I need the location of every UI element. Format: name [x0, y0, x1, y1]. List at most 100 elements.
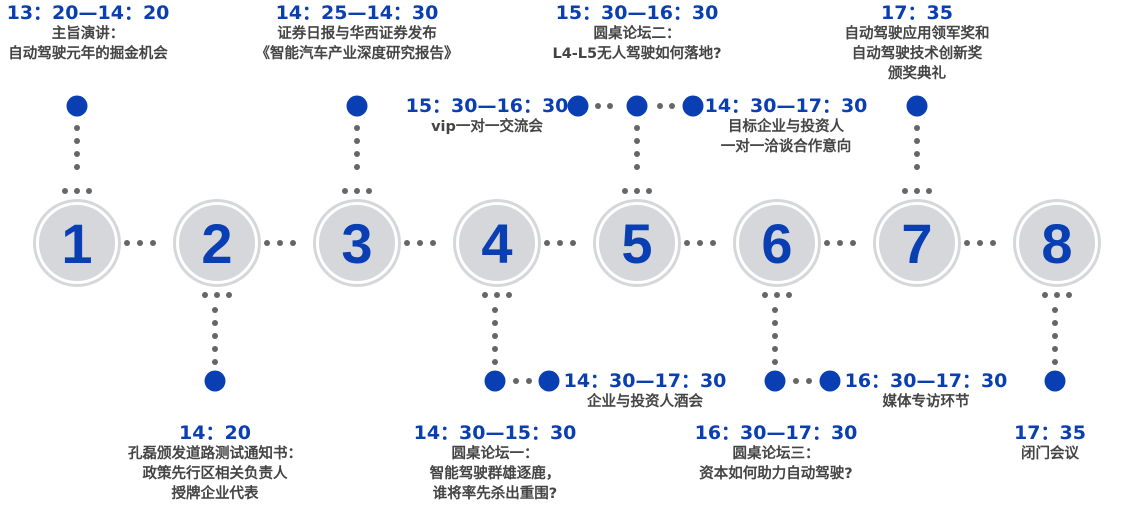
connector-dot	[417, 240, 423, 246]
connector-dot	[684, 240, 690, 246]
connector-dot	[570, 240, 576, 246]
step-8-circle: 8	[1016, 202, 1098, 284]
connector-dot	[492, 320, 498, 326]
step-3-circle: 3	[316, 202, 398, 284]
timeline-marker-dot	[567, 95, 589, 117]
connector-dot	[793, 378, 799, 384]
connector-dot	[150, 240, 156, 246]
connector-dot	[914, 125, 920, 131]
connector-dot	[914, 151, 920, 157]
connector-dot	[786, 292, 792, 298]
event-3: 14：25—14：30 证券日报与华西证券发布 《智能汽车产业深度研究报告》	[256, 2, 459, 64]
step-4-circle: 4	[456, 202, 538, 284]
connector-dot	[74, 151, 80, 157]
connector-dot	[806, 378, 812, 384]
event-1: 13：20—14：20 主旨演讲： 自动驾驶元年的掘金机会	[7, 2, 170, 64]
event-label: 谁将率先杀出重围?	[432, 486, 558, 502]
connector-dot	[634, 151, 640, 157]
event-label: 圆桌论坛二：	[593, 26, 681, 42]
connector-dot	[226, 292, 232, 298]
event-4: 14：30—15：30 圆桌论坛一： 智能驾驶群雄逐鹿， 谁将率先杀出重围?	[414, 422, 577, 504]
step-5-circle: 5	[596, 202, 678, 284]
timeline-marker-dot	[764, 370, 786, 392]
event-label: 孔磊颁发道路测试通知书：	[128, 446, 302, 462]
step-1-circle: 1	[36, 202, 118, 284]
event-label: 证券日报与华西证券发布	[277, 26, 437, 42]
event-7: 17：35 自动驾驶应用领军奖和 自动驾驶技术创新奖 颁奖典礼	[845, 2, 990, 84]
event-label: 自动驾驶应用领军奖和	[844, 26, 990, 42]
event-time: 16：30—17：30	[694, 422, 858, 444]
connector-dot	[772, 307, 778, 313]
connector-dot	[772, 320, 778, 326]
connector-dot	[772, 333, 778, 339]
event-label: 一对一洽谈合作意向	[720, 139, 852, 155]
connector-dot	[202, 292, 208, 298]
connector-dot	[74, 138, 80, 144]
event-5: 15：30—16：30 圆桌论坛二： L4-L5无人驾驶如何落地?	[552, 2, 721, 64]
connector-dot	[492, 359, 498, 365]
event-label: 圆桌论坛一：	[451, 446, 539, 462]
connector-dot	[837, 240, 843, 246]
connector-dot	[212, 307, 218, 313]
connector-dot	[482, 292, 488, 298]
connector-dot	[74, 125, 80, 131]
event-6-matchmaking: 14：30—17：30 目标企业与投资人 一对一洽谈合作意向	[705, 95, 868, 157]
event-label: L4-L5无人驾驶如何落地?	[552, 46, 722, 62]
connector-dot	[710, 240, 716, 246]
connector-dot	[1052, 333, 1058, 339]
event-label: 自动驾驶元年的掘金机会	[8, 46, 168, 62]
timeline-marker-dot	[538, 370, 560, 392]
connector-dot	[634, 125, 640, 131]
connector-dot	[824, 240, 830, 246]
event-4-reception: 14：30—17：30 企业与投资人酒会	[564, 370, 727, 412]
event-time: 15：30—16：30	[405, 95, 569, 117]
connector-dot	[772, 359, 778, 365]
event-label: 智能驾驶群雄逐鹿，	[429, 466, 561, 482]
connector-dot	[850, 240, 856, 246]
timeline-marker-dot	[906, 95, 928, 117]
connector-dot	[1054, 292, 1060, 298]
connector-dot	[62, 188, 68, 194]
connector-dot	[774, 292, 780, 298]
timeline-marker-dot	[819, 370, 841, 392]
connector-dot	[557, 240, 563, 246]
connector-dot	[1052, 320, 1058, 326]
event-label: 目标企业与投资人	[727, 119, 844, 135]
connector-dot	[634, 188, 640, 194]
connector-dot	[526, 378, 532, 384]
event-label: 闭门会议	[1020, 446, 1079, 462]
connector-dot	[762, 292, 768, 298]
connector-dot	[1052, 359, 1058, 365]
event-label: vip一对一交流会	[431, 119, 543, 135]
event-6: 16：30—17：30 圆桌论坛三： 资本如何助力自动驾驶?	[695, 422, 858, 484]
connector-dot	[914, 164, 920, 170]
connector-dot	[366, 188, 372, 194]
event-time: 14：30—17：30	[704, 95, 868, 117]
step-2-circle: 2	[176, 202, 258, 284]
connector-dot	[964, 240, 970, 246]
connector-dot	[212, 333, 218, 339]
connector-dot	[214, 292, 220, 298]
event-time: 14：20	[179, 422, 251, 444]
connector-dot	[212, 320, 218, 326]
event-label: 颁奖典礼	[888, 66, 946, 82]
event-label: 主旨演讲：	[51, 26, 125, 42]
event-time: 17：35	[1014, 422, 1086, 444]
timeline-marker-dot	[682, 95, 704, 117]
event-time: 17：35	[881, 2, 953, 24]
connector-dot	[212, 346, 218, 352]
connector-dot	[404, 240, 410, 246]
connector-dot	[290, 240, 296, 246]
event-4-vip: 15：30—16：30 vip一对一交流会	[406, 95, 569, 137]
event-label: 政策先行区相关负责人	[142, 466, 288, 482]
event-time: 14：30—17：30	[563, 370, 727, 392]
connector-dot	[137, 240, 143, 246]
step-7-circle: 7	[876, 202, 958, 284]
event-time: 14：25—14：30	[275, 2, 439, 24]
timeline-marker-dot	[346, 95, 368, 117]
connector-dot	[1052, 346, 1058, 352]
timeline-marker-dot	[1044, 370, 1066, 392]
connector-dot	[430, 240, 436, 246]
connector-dot	[669, 103, 675, 109]
connector-dot	[74, 164, 80, 170]
